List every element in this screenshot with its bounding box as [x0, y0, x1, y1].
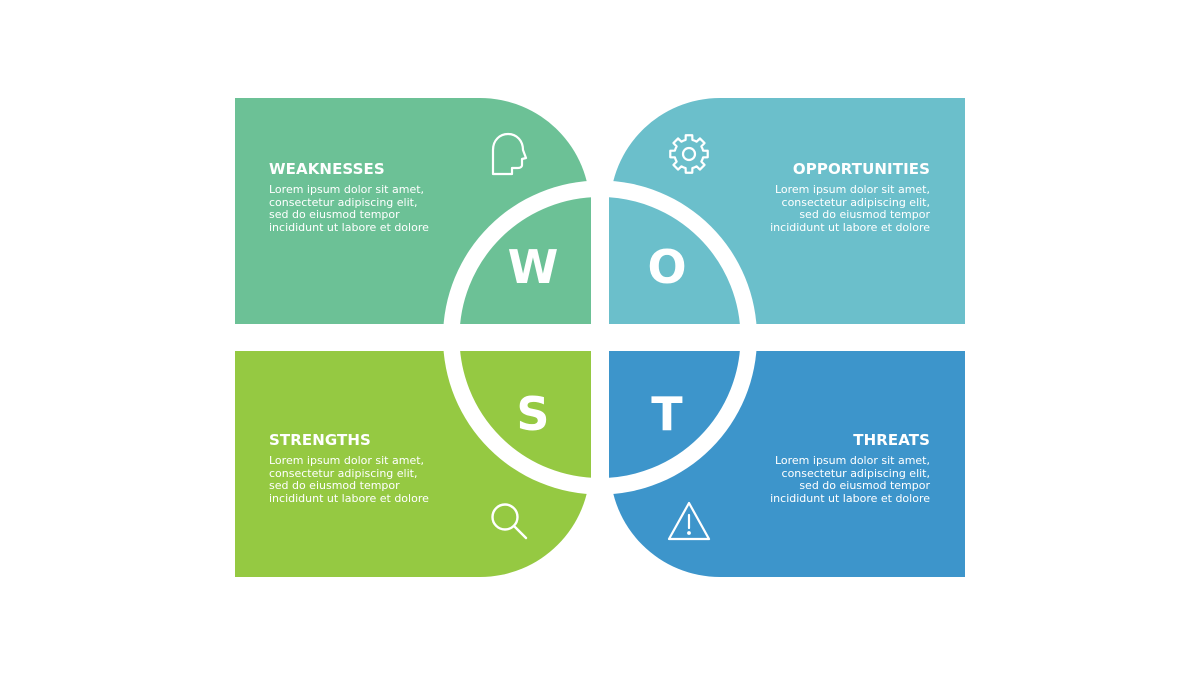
threats-title: THREATS	[853, 431, 930, 449]
weaknesses-text: WEAKNESSES Lorem ipsum dolor sit amet, c…	[269, 160, 469, 234]
letter-t: T	[651, 387, 683, 441]
letter-w: W	[508, 240, 559, 294]
strengths-text: STRENGTHS Lorem ipsum dolor sit amet, co…	[269, 431, 469, 505]
divider-horizontal	[440, 324, 760, 351]
threats-body: Lorem ipsum dolor sit amet, consectetur …	[770, 454, 930, 505]
opportunities-text: OPPORTUNITIES Lorem ipsum dolor sit amet…	[730, 160, 930, 234]
strengths-body: Lorem ipsum dolor sit amet, consectetur …	[269, 454, 429, 505]
weaknesses-body: Lorem ipsum dolor sit amet, consectetur …	[269, 183, 429, 234]
center-ring	[448, 186, 752, 489]
letter-o: O	[647, 240, 686, 294]
letter-s: S	[516, 387, 549, 441]
gear-icon	[669, 134, 709, 174]
opportunities-body: Lorem ipsum dolor sit amet, consectetur …	[770, 183, 930, 234]
head-silhouette-icon	[491, 132, 528, 176]
warning-triangle-icon	[667, 501, 711, 541]
strengths-title: STRENGTHS	[269, 431, 371, 449]
threats-text: THREATS Lorem ipsum dolor sit amet, cons…	[730, 431, 930, 505]
opportunities-title: OPPORTUNITIES	[792, 160, 930, 178]
weaknesses-title: WEAKNESSES	[269, 160, 385, 178]
magnifier-icon	[491, 503, 528, 540]
